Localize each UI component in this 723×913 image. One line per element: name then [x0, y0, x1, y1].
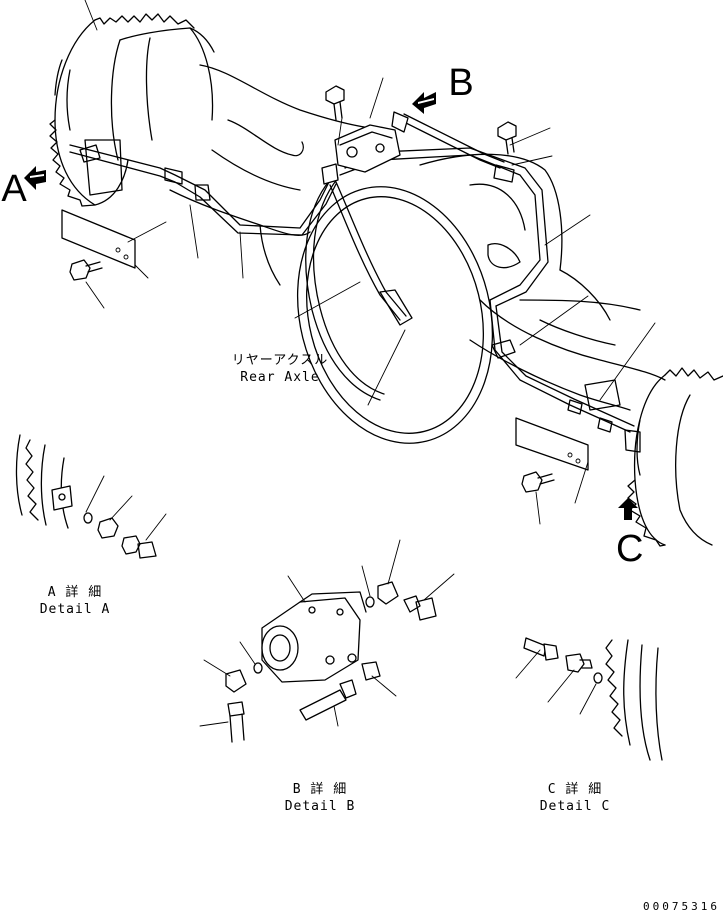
- leader-lines-main: [84, 0, 656, 525]
- view-arrow-c: [618, 498, 638, 520]
- right-bolt: [521, 471, 555, 493]
- view-label-a: A: [1, 168, 27, 210]
- right-bracket: [515, 417, 589, 471]
- main-title-jp: リヤーアクスル: [231, 353, 329, 368]
- view-label-b: B: [448, 62, 474, 104]
- left-bracket: [61, 209, 136, 269]
- detail-a-title-en: Detail A: [39, 602, 111, 617]
- axle-housing: [169, 64, 666, 444]
- drawing-code: 00075316: [643, 900, 720, 913]
- detail-a-title-jp: A 詳 細: [47, 585, 103, 600]
- detail-c-title-jp: C 詳 細: [547, 782, 603, 797]
- view-arrow-b: [412, 92, 436, 114]
- view-arrow-a: [24, 166, 46, 190]
- detail-c-title-en: Detail C: [539, 799, 611, 814]
- detail-c-drawing: [515, 637, 663, 761]
- brake-valve: [321, 111, 409, 185]
- top-bolt-2: [497, 121, 517, 155]
- left-wheel-hub: [49, 13, 215, 207]
- main-title-en: Rear Axle: [240, 370, 320, 385]
- left-bolt: [69, 259, 103, 281]
- detail-b-title-en: Detail B: [284, 799, 356, 814]
- detail-a-drawing: [15, 434, 167, 559]
- top-bolt-1: [325, 85, 345, 121]
- detail-b-title-jp: B 詳 細: [292, 782, 348, 797]
- right-wheel-hub: [627, 367, 723, 547]
- view-label-c: C: [616, 528, 644, 570]
- detail-b-drawing: [199, 539, 455, 743]
